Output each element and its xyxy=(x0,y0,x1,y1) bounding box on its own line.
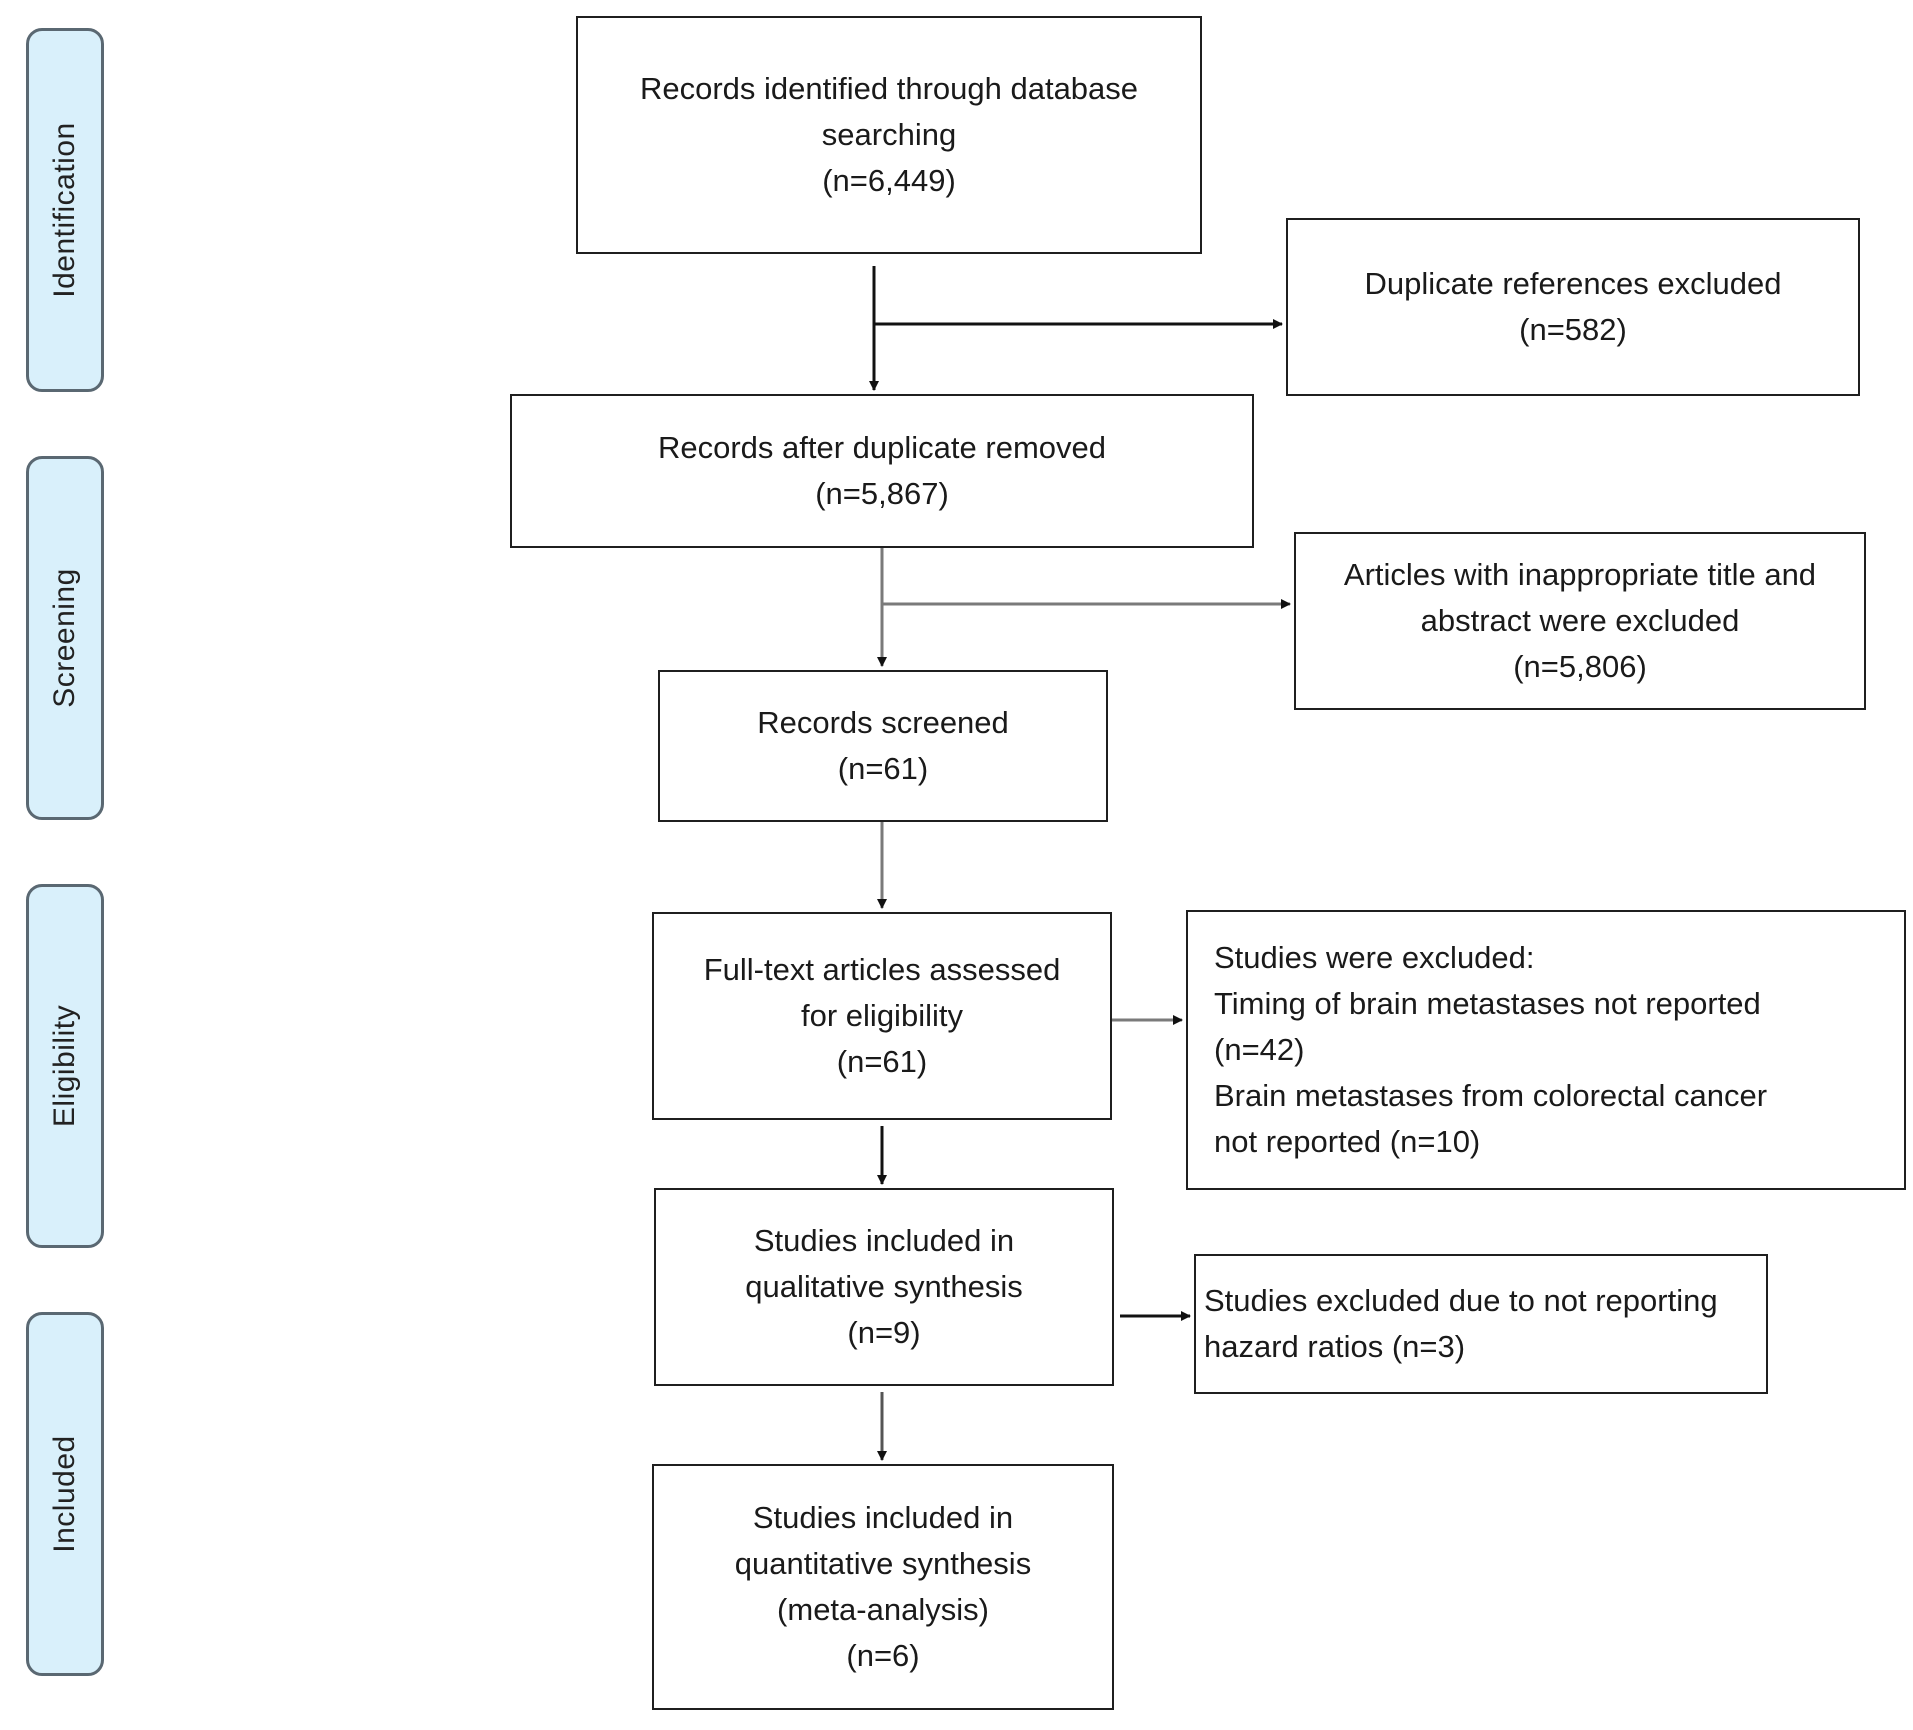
box-line: Studies excluded due to not reporting xyxy=(1204,1283,1718,1318)
box-line: Records after duplicate removed xyxy=(657,430,1106,465)
box-line: Full-text articles assessed xyxy=(703,952,1061,987)
box-line: Studies included in xyxy=(752,1500,1014,1535)
box-line: (n=6,449) xyxy=(822,163,956,198)
box-line: not reported (n=10) xyxy=(1214,1124,1481,1159)
box-line: Studies included in xyxy=(753,1223,1015,1258)
stage-included: Included xyxy=(26,1312,104,1676)
box-line: (n=61) xyxy=(837,751,929,786)
box-line: (n=5,867) xyxy=(815,476,949,511)
stage-eligibility: Eligibility xyxy=(26,884,104,1248)
box-line: (n=582) xyxy=(1519,312,1627,347)
box-records-after-dedup: Records after duplicate removed (n=5,867… xyxy=(510,394,1254,548)
box-records-identified: Records identified through database sear… xyxy=(576,16,1202,254)
box-line: for eligibility xyxy=(801,998,963,1033)
box-line: searching xyxy=(821,117,957,152)
box-line: (n=5,806) xyxy=(1513,649,1647,684)
box-line: (n=9) xyxy=(847,1315,921,1350)
box-fulltext-assessed: Full-text articles assessed for eligibil… xyxy=(652,912,1112,1120)
box-line: abstract were excluded xyxy=(1420,603,1740,638)
box-line: qualitative synthesis xyxy=(745,1269,1023,1304)
box-line: (n=42) xyxy=(1214,1032,1305,1067)
box-duplicates-excluded: Duplicate references excluded (n=582) xyxy=(1286,218,1860,396)
box-line: (n=61) xyxy=(836,1044,928,1079)
box-line: Studies were excluded: xyxy=(1214,940,1535,975)
box-line: (meta-analysis) xyxy=(777,1592,989,1627)
box-line: hazard ratios (n=3) xyxy=(1204,1329,1466,1364)
box-line: Brain metastases from colorectal cancer xyxy=(1214,1078,1768,1113)
box-line: quantitative synthesis xyxy=(734,1546,1032,1581)
box-studies-excluded: Studies were excluded: Timing of brain m… xyxy=(1186,910,1906,1190)
box-line: (n=6) xyxy=(846,1638,920,1673)
box-line: Duplicate references excluded xyxy=(1364,266,1782,301)
box-qualitative-synthesis: Studies included in qualitative synthesi… xyxy=(654,1188,1114,1386)
box-quantitative-synthesis: Studies included in quantitative synthes… xyxy=(652,1464,1114,1710)
box-no-hazard-ratios-excluded: Studies excluded due to not reporting ha… xyxy=(1194,1254,1768,1394)
box-title-abstract-excluded: Articles with inappropriate title and ab… xyxy=(1294,532,1866,710)
box-line: Records identified through database xyxy=(639,71,1139,106)
box-line: Records screened xyxy=(757,705,1009,740)
box-line: Timing of brain metastases not reported xyxy=(1214,986,1761,1021)
stage-screening: Screening xyxy=(26,456,104,820)
stage-identification: Identification xyxy=(26,28,104,392)
box-line: Articles with inappropriate title and xyxy=(1343,557,1817,592)
box-records-screened: Records screened (n=61) xyxy=(658,670,1108,822)
